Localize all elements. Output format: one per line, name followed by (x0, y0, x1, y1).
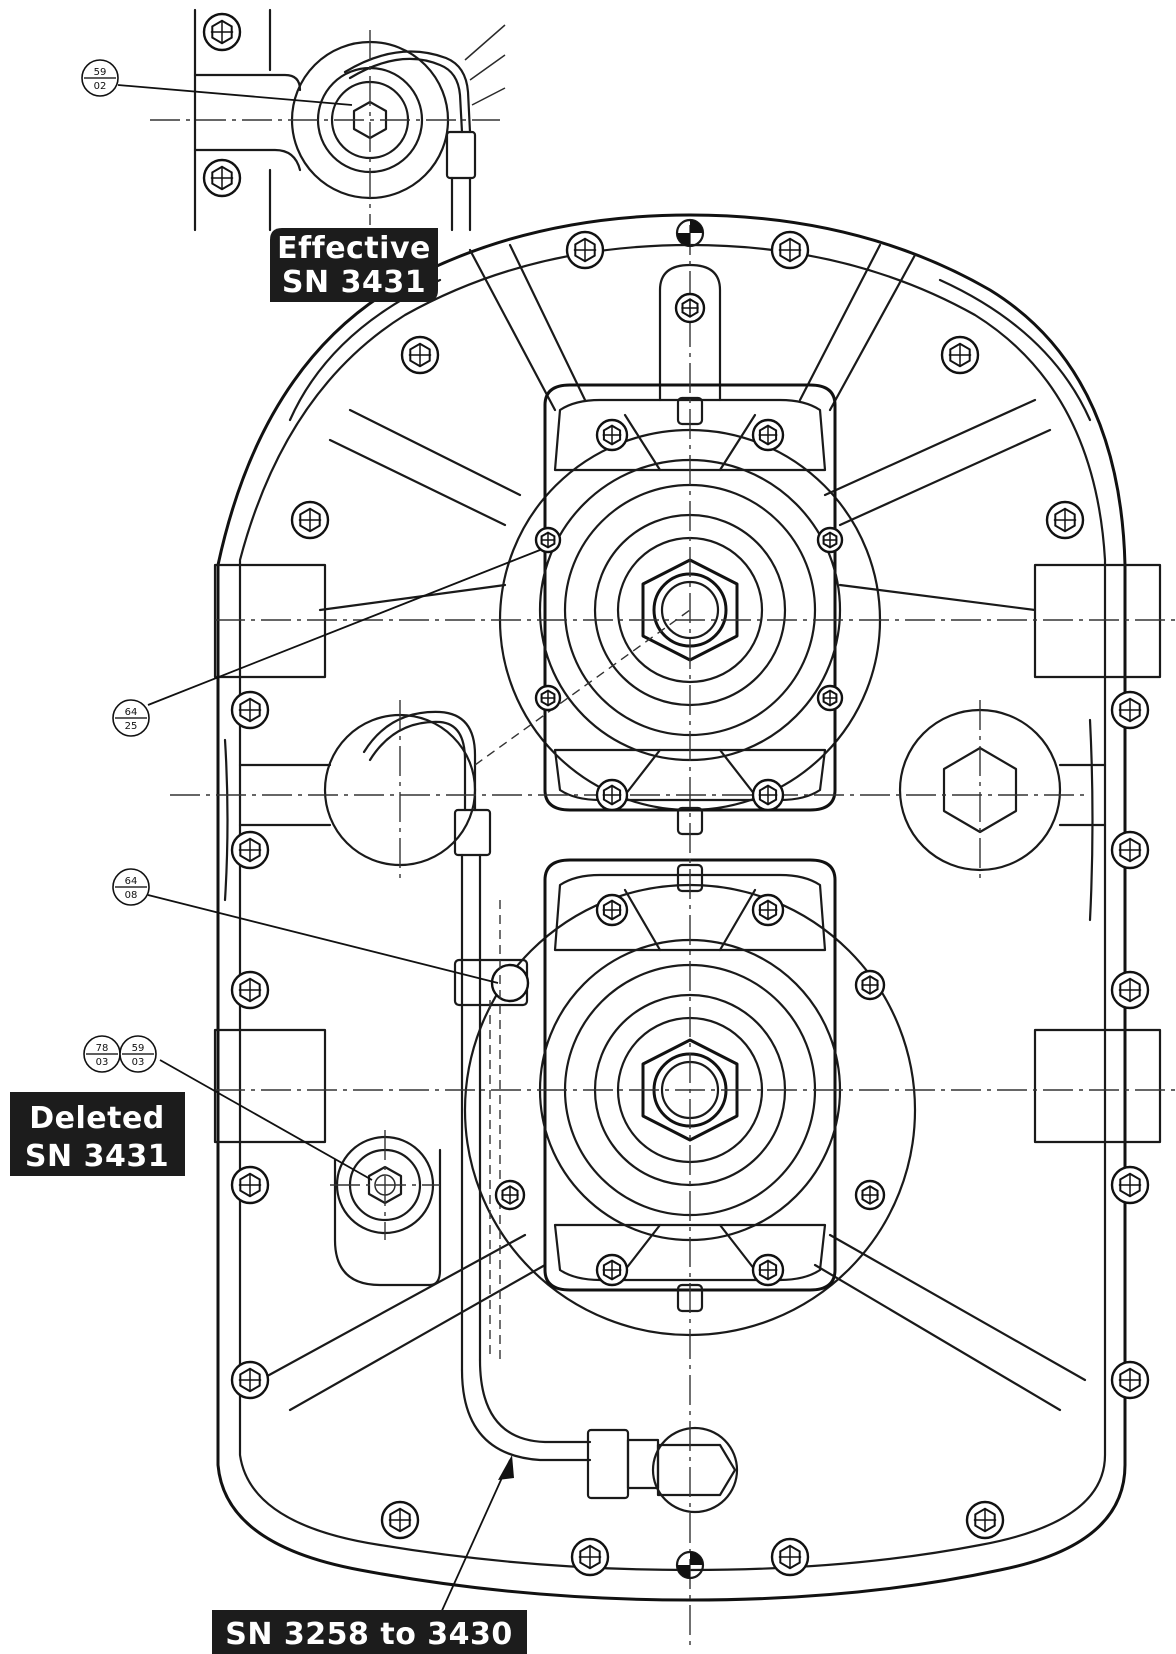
callout-c2-bottom: 25 (125, 721, 138, 732)
callout-c3-bottom: 08 (125, 890, 138, 901)
label-deleted-line2: SN 3431 (25, 1139, 169, 1174)
right-boss (898, 708, 1107, 872)
bolt-head-icon (230, 830, 270, 870)
callout-c4-bottom: 03 (96, 1057, 109, 1068)
callout-c1-top: 59 (94, 67, 107, 78)
bolt-head-icon (230, 970, 270, 1010)
bolt-head-icon (751, 893, 785, 927)
bolt-head-icon (1110, 690, 1150, 730)
label-effective-line1: Effective (277, 231, 431, 266)
bolt-head-icon (230, 1165, 270, 1205)
bolt-head-icon (816, 684, 844, 712)
bolt-head-icon (1110, 970, 1150, 1010)
leader-lines (117, 84, 541, 1616)
oil-line (362, 609, 739, 1514)
bolt-head-icon (940, 335, 980, 375)
bolt-head-icon (1110, 1165, 1150, 1205)
bolt-head-icon (230, 690, 270, 730)
housing-outline (216, 213, 1127, 1602)
label-range: SN 3258 to 3430 (212, 1610, 527, 1654)
label-effective: Effective SN 3431 (270, 228, 438, 302)
side-flanges (213, 563, 1162, 1144)
callout-c1: 59 02 (81, 59, 119, 97)
bolt-head-icon (534, 684, 562, 712)
callout-c3: 64 08 (112, 868, 150, 906)
drain-plug (333, 1135, 442, 1287)
bolt-head-icon (570, 1537, 610, 1577)
bolt-head-icon (770, 230, 810, 270)
bolt-head-icon (1110, 830, 1150, 870)
bolt-head-icon (751, 778, 785, 812)
callout-c1-bottom: 02 (94, 81, 107, 92)
inset-detail (150, 8, 506, 232)
bolt-head-icon (290, 500, 330, 540)
bolt-head-icon (854, 969, 886, 1001)
bolt-head-icon (751, 1253, 785, 1287)
bolt-head-icon (202, 158, 242, 198)
bolt-head-icon (230, 1360, 270, 1400)
left-boss (238, 713, 477, 867)
bolt-head-icon (1045, 500, 1085, 540)
callout-c5-bottom: 03 (132, 1057, 145, 1068)
bolt-head-icon (534, 526, 562, 554)
bolt-head-icon (965, 1500, 1005, 1540)
callout-c3-top: 64 (125, 876, 138, 887)
bolt-head-icon (1110, 1360, 1150, 1400)
callout-c5-top: 59 (132, 1043, 145, 1054)
bolt-head-icon (770, 1537, 810, 1577)
callout-c2: 64 25 (112, 699, 150, 737)
bolt-head-icon (380, 1500, 420, 1540)
bolt-head-icon (595, 893, 629, 927)
housing-bolts (202, 12, 1150, 1577)
label-range-text: SN 3258 to 3430 (225, 1617, 513, 1652)
bolt-head-icon (751, 418, 785, 452)
label-deleted: Deleted SN 3431 (10, 1092, 185, 1176)
callout-c5: 59 03 (119, 1035, 157, 1073)
bolt-head-icon (854, 1179, 886, 1211)
bolt-head-icon (674, 292, 706, 324)
bolt-head-icon (494, 1179, 526, 1211)
bolt-head-icon (400, 335, 440, 375)
bolt-head-icon (202, 12, 242, 52)
callout-c4-top: 78 (96, 1043, 109, 1054)
bolt-head-icon (565, 230, 605, 270)
bolt-head-icon (595, 1253, 629, 1287)
bolt-head-icon (595, 778, 629, 812)
centerlines (170, 225, 1176, 1645)
ribs (258, 243, 1087, 1412)
label-effective-line2: SN 3431 (282, 265, 426, 300)
callout-c4: 78 03 (83, 1035, 121, 1073)
callout-c2-top: 64 (125, 707, 138, 718)
label-deleted-line1: Deleted (29, 1101, 165, 1136)
cg-markers (675, 218, 705, 1580)
bolt-head-icon (816, 526, 844, 554)
bolt-head-icon (595, 418, 629, 452)
